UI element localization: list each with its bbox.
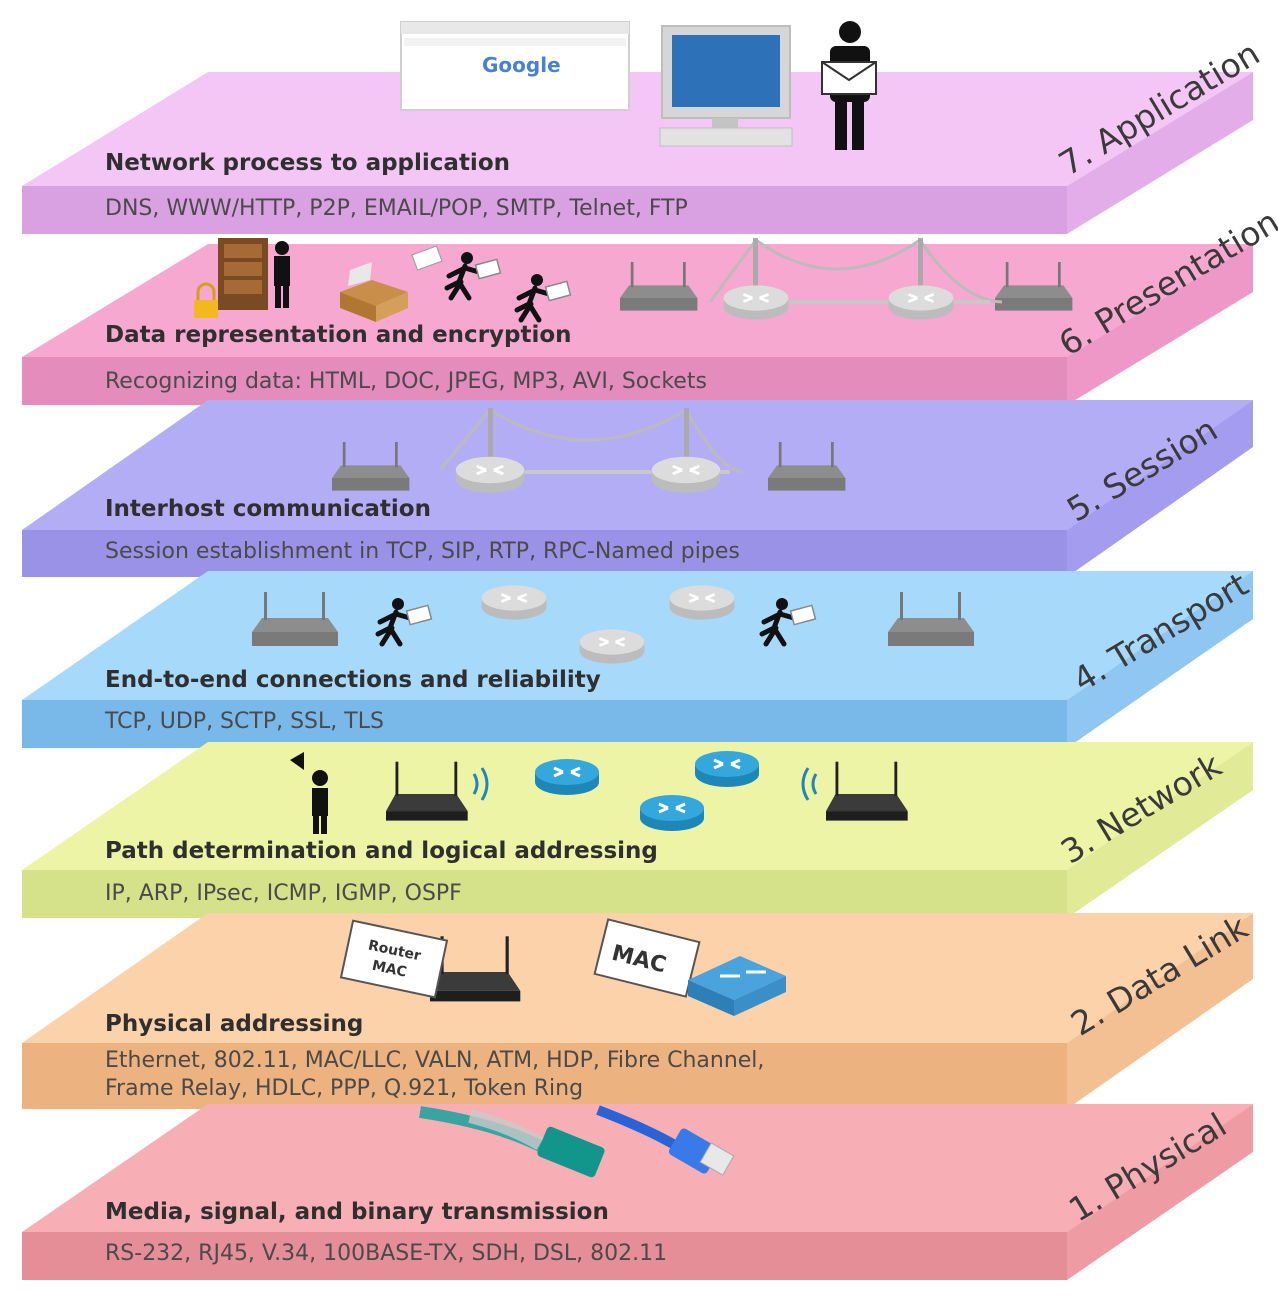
network-router-icon xyxy=(638,793,706,833)
network-router-icon xyxy=(533,757,601,797)
layer-front-face xyxy=(22,1043,1067,1109)
layer-side-face xyxy=(1067,1104,1253,1280)
network-switch-icon xyxy=(688,956,786,1016)
layer-protocols-physical: RS-232, RJ45, V.34, 100BASE-TX, SDH, DSL… xyxy=(105,1241,668,1266)
layer-top-face xyxy=(22,72,1253,186)
layer-side-face xyxy=(1067,571,1253,748)
layer-side-face xyxy=(1067,244,1253,405)
layer-front-face xyxy=(22,1232,1067,1280)
layer-session xyxy=(22,400,1253,577)
layer-title-presentation: Data representation and encryption xyxy=(105,322,572,348)
network-router-icon xyxy=(722,284,790,321)
layer-protocols-presentation: Recognizing data: HTML, DOC, JPEG, MP3, … xyxy=(105,369,707,394)
browser-window-icon xyxy=(400,21,630,111)
network-router-icon xyxy=(650,455,722,495)
router-tag-label: MAC xyxy=(370,958,408,981)
person-icon xyxy=(274,241,290,308)
envelope-icon xyxy=(411,245,443,271)
layer-front-face xyxy=(22,530,1067,577)
browser-logo-text: Google xyxy=(482,53,561,77)
layer-side-face xyxy=(1067,913,1253,1109)
wireless-signal-icon xyxy=(472,767,818,801)
layer-title-datalink: Physical addressing xyxy=(105,1011,364,1037)
filing-cabinet-icon xyxy=(218,238,268,310)
network-router-icon xyxy=(668,584,736,621)
person-with-megaphone-icon xyxy=(290,752,328,834)
layer-side-face xyxy=(1067,400,1253,577)
layer-title-transport: End-to-end connections and reliability xyxy=(105,667,601,693)
layer-title-physical: Media, signal, and binary transmission xyxy=(105,1199,609,1225)
network-router-icon xyxy=(578,628,646,665)
padlock-icon xyxy=(194,282,218,318)
open-box-icon xyxy=(340,262,408,322)
layer-side-face xyxy=(1067,72,1253,234)
layer-side-face xyxy=(1067,742,1253,918)
network-router-icon xyxy=(480,584,548,621)
desktop-computer-icon xyxy=(659,25,793,147)
network-router-icon xyxy=(693,749,761,789)
layer-front-face xyxy=(22,357,1067,405)
router-tag-icon xyxy=(339,919,449,999)
ethernet-cable-icon xyxy=(596,1105,735,1176)
layer-title-session: Interhost communication xyxy=(105,496,431,522)
layer-front-face xyxy=(22,870,1067,918)
layer-title-application: Network process to application xyxy=(105,150,510,176)
layer-front-face xyxy=(22,700,1067,748)
person-with-envelope-icon xyxy=(821,21,877,150)
network-router-icon xyxy=(887,284,955,321)
layer-protocols-session: Session establishment in TCP, SIP, RTP, … xyxy=(105,539,740,564)
layer-top-face xyxy=(22,742,1253,870)
fiber-optic-cable-icon xyxy=(419,1106,605,1178)
layer-application xyxy=(22,72,1253,234)
layer-front-face xyxy=(22,186,1067,234)
layer-network xyxy=(22,742,1253,918)
layer-top-face xyxy=(22,1104,1253,1232)
layer-top-face xyxy=(22,400,1253,530)
layer-title-network: Path determination and logical addressin… xyxy=(105,838,658,864)
layer-protocols-application: DNS, WWW/HTTP, P2P, EMAIL/POP, SMTP, Tel… xyxy=(105,196,688,221)
layer-physical xyxy=(22,1104,1253,1280)
layer-protocols-transport: TCP, UDP, SCTP, SSL, TLS xyxy=(105,709,384,734)
layer-protocols-network: IP, ARP, IPsec, ICMP, IGMP, OSPF xyxy=(105,881,462,906)
layer-protocols-datalink: Ethernet, 802.11, MAC/LLC, VALN, ATM, HD… xyxy=(105,1048,765,1073)
network-router-icon xyxy=(454,455,526,495)
layer-protocols-datalink: Frame Relay, HDLC, PPP, Q.921, Token Rin… xyxy=(105,1076,584,1101)
switch-tag-icon xyxy=(593,918,701,998)
